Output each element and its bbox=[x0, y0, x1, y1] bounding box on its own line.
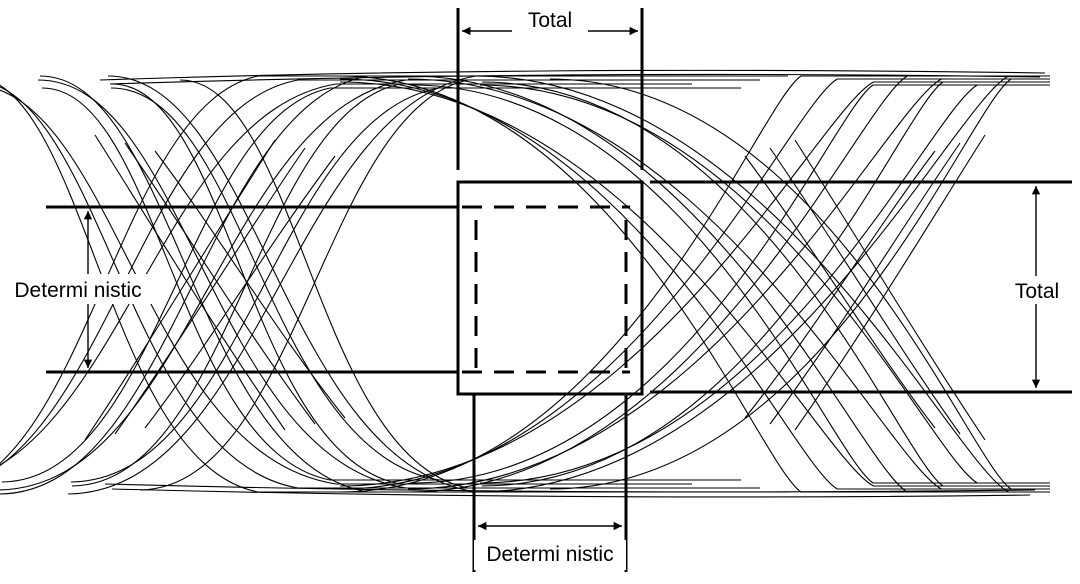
eye-trace bbox=[744, 155, 936, 429]
threshold-lines bbox=[46, 180, 1072, 394]
eye-trace bbox=[769, 147, 961, 435]
eye-trace bbox=[71, 83, 692, 487]
deterministic-box bbox=[462, 205, 630, 380]
eye-trace bbox=[339, 81, 1040, 487]
left-deterministic-label: Determi nistic bbox=[14, 279, 141, 302]
eye-trace bbox=[769, 142, 961, 425]
right-total-label: Total bbox=[1015, 280, 1059, 303]
eye-trace bbox=[339, 75, 940, 493]
eye-trace bbox=[70, 87, 741, 483]
eye-trace bbox=[794, 139, 986, 441]
eye-trace bbox=[139, 79, 760, 491]
eye-trace bbox=[407, 78, 1050, 490]
eye-trace-top-rail bbox=[99, 69, 1046, 81]
eye-trace bbox=[481, 81, 1050, 487]
eye-trace bbox=[0, 75, 670, 495]
eye-trace bbox=[114, 147, 306, 435]
eye-trace bbox=[409, 75, 1050, 493]
eye-trace bbox=[67, 75, 788, 495]
eye-trace bbox=[549, 78, 1050, 490]
eye-trace bbox=[111, 83, 692, 485]
eye-trace bbox=[474, 75, 1050, 493]
eye-trace bbox=[474, 75, 1050, 493]
eye-trace bbox=[110, 87, 741, 481]
eye-trace bbox=[124, 142, 316, 425]
eye-trace bbox=[84, 139, 276, 441]
eye-trace-top-rail bbox=[109, 73, 1041, 85]
eye-trace bbox=[479, 84, 1050, 484]
eye-trace bbox=[154, 150, 346, 419]
eye-trace bbox=[549, 78, 1050, 490]
eye-trace bbox=[339, 81, 1040, 487]
eye-trace bbox=[1, 87, 622, 483]
eye-trace bbox=[144, 155, 336, 429]
eye-trace bbox=[179, 79, 760, 489]
eye-trace bbox=[409, 75, 1050, 493]
eye-trace bbox=[481, 81, 1050, 487]
eye-traces bbox=[0, 69, 1050, 498]
total-box bbox=[456, 180, 644, 396]
eye-trace bbox=[339, 75, 940, 493]
top-total-label: Total bbox=[528, 9, 572, 32]
eye-trace bbox=[407, 78, 1050, 490]
bottom-deterministic-label: Determi nistic bbox=[486, 543, 613, 566]
eye-trace-bottom-rail bbox=[111, 488, 1031, 498]
eye-trace bbox=[411, 84, 1012, 484]
eye-trace-bottom-rail bbox=[104, 483, 1036, 493]
eye-trace bbox=[0, 79, 718, 491]
eye-trace bbox=[411, 84, 1012, 484]
eye-trace bbox=[339, 78, 990, 490]
eye-trace bbox=[479, 84, 1050, 484]
